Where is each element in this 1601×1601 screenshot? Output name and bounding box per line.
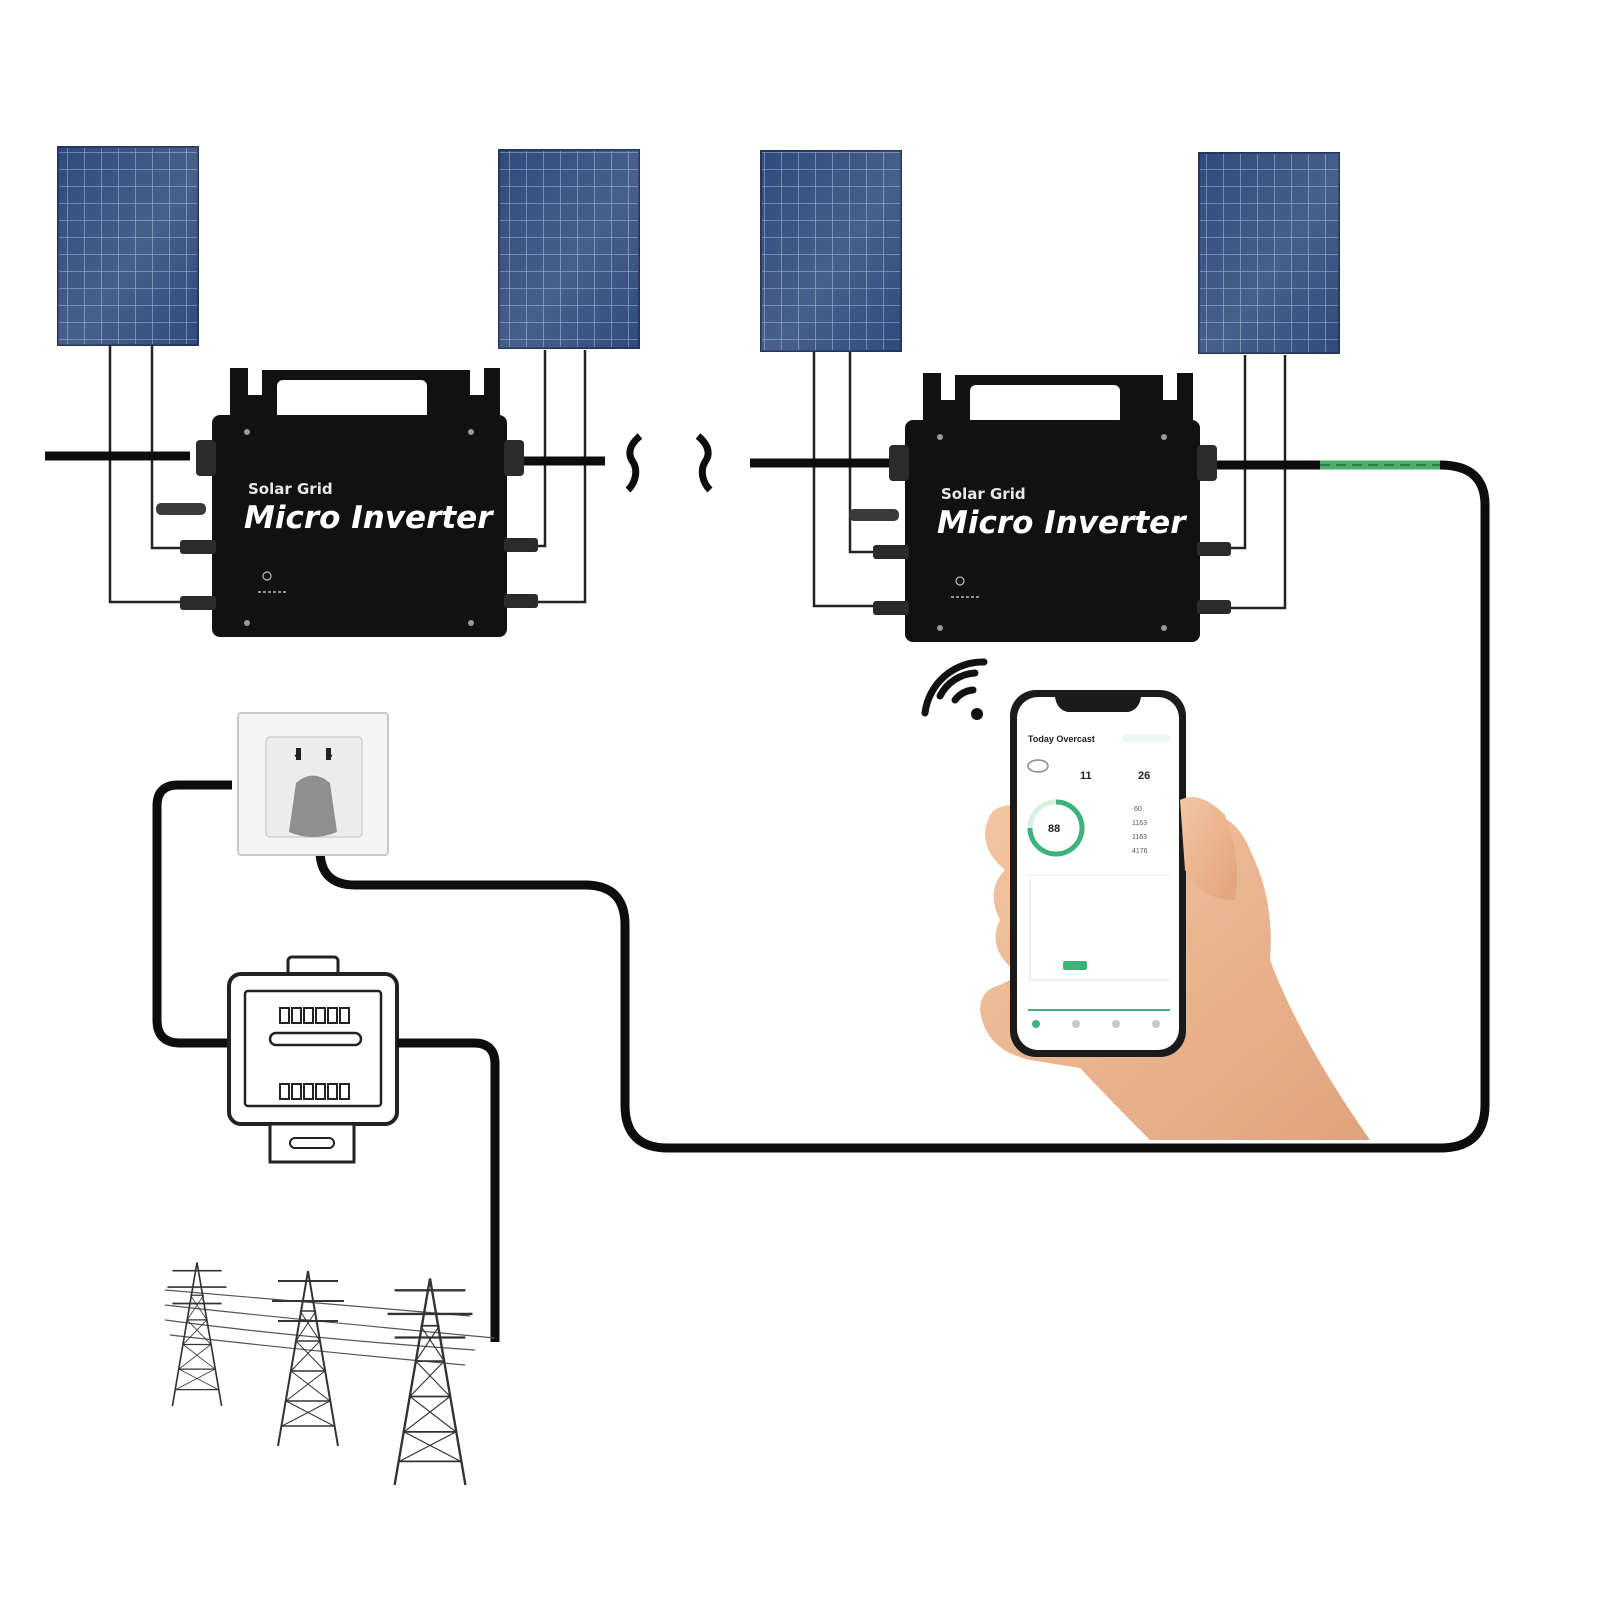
solar-panel-2	[498, 149, 640, 349]
smartphone: Today Overcast 11 26 88 60 1163 1163 417…	[1010, 690, 1186, 1057]
inverter-1-title: Micro Inverter	[244, 500, 494, 536]
micro-inverter-1: Solar Grid Micro Inverter	[156, 368, 538, 637]
app-stat-4: 4176	[1132, 848, 1148, 855]
ac-cable-to-socket	[315, 460, 1490, 1153]
socket-to-meter-cable	[152, 780, 232, 1048]
wifi-icon	[921, 658, 988, 720]
micro-inverter-2: Solar Grid Micro Inverter	[849, 373, 1231, 642]
app-bottom-nav	[1032, 1020, 1160, 1028]
meter-digits-bottom	[279, 1083, 350, 1100]
app-temp2-value: 26	[1138, 770, 1150, 782]
app-header: Today Overcast	[1028, 734, 1095, 744]
app-stat-3: 1163	[1132, 834, 1147, 841]
thumb	[1180, 797, 1238, 900]
inverter-2-title: Micro Inverter	[937, 505, 1187, 541]
meter-to-grid-cable	[397, 1038, 500, 1342]
app-gauge-value: 88	[1048, 823, 1060, 835]
phone-app-screen: Today Overcast 11 26 88 60 1163 1163 417…	[1027, 734, 1170, 1028]
ac-trunk-cable	[45, 451, 1440, 470]
solar-panel-1	[57, 146, 199, 346]
inverter-2-led-icon	[951, 576, 979, 598]
power-tower-icon	[164, 1261, 496, 1487]
app-stat-2: 1163	[1132, 820, 1147, 827]
app-stat-1: 60	[1134, 806, 1142, 813]
meter-digits-top	[279, 1007, 350, 1024]
solar-panel-4	[1198, 152, 1340, 354]
app-temp-value: 11	[1080, 770, 1092, 782]
inverter-2-subtitle: Solar Grid	[941, 485, 1026, 503]
weather-cloud-icon	[1027, 759, 1049, 773]
inverter-1-subtitle: Solar Grid	[248, 480, 333, 498]
plug-icon	[289, 775, 337, 837]
cable-break-symbol	[625, 433, 713, 493]
solar-panel-3	[760, 150, 902, 352]
socket-icon	[294, 748, 333, 760]
wall-socket	[237, 712, 389, 856]
electric-meter	[227, 955, 399, 1164]
inverter-1-led-icon	[258, 571, 286, 593]
